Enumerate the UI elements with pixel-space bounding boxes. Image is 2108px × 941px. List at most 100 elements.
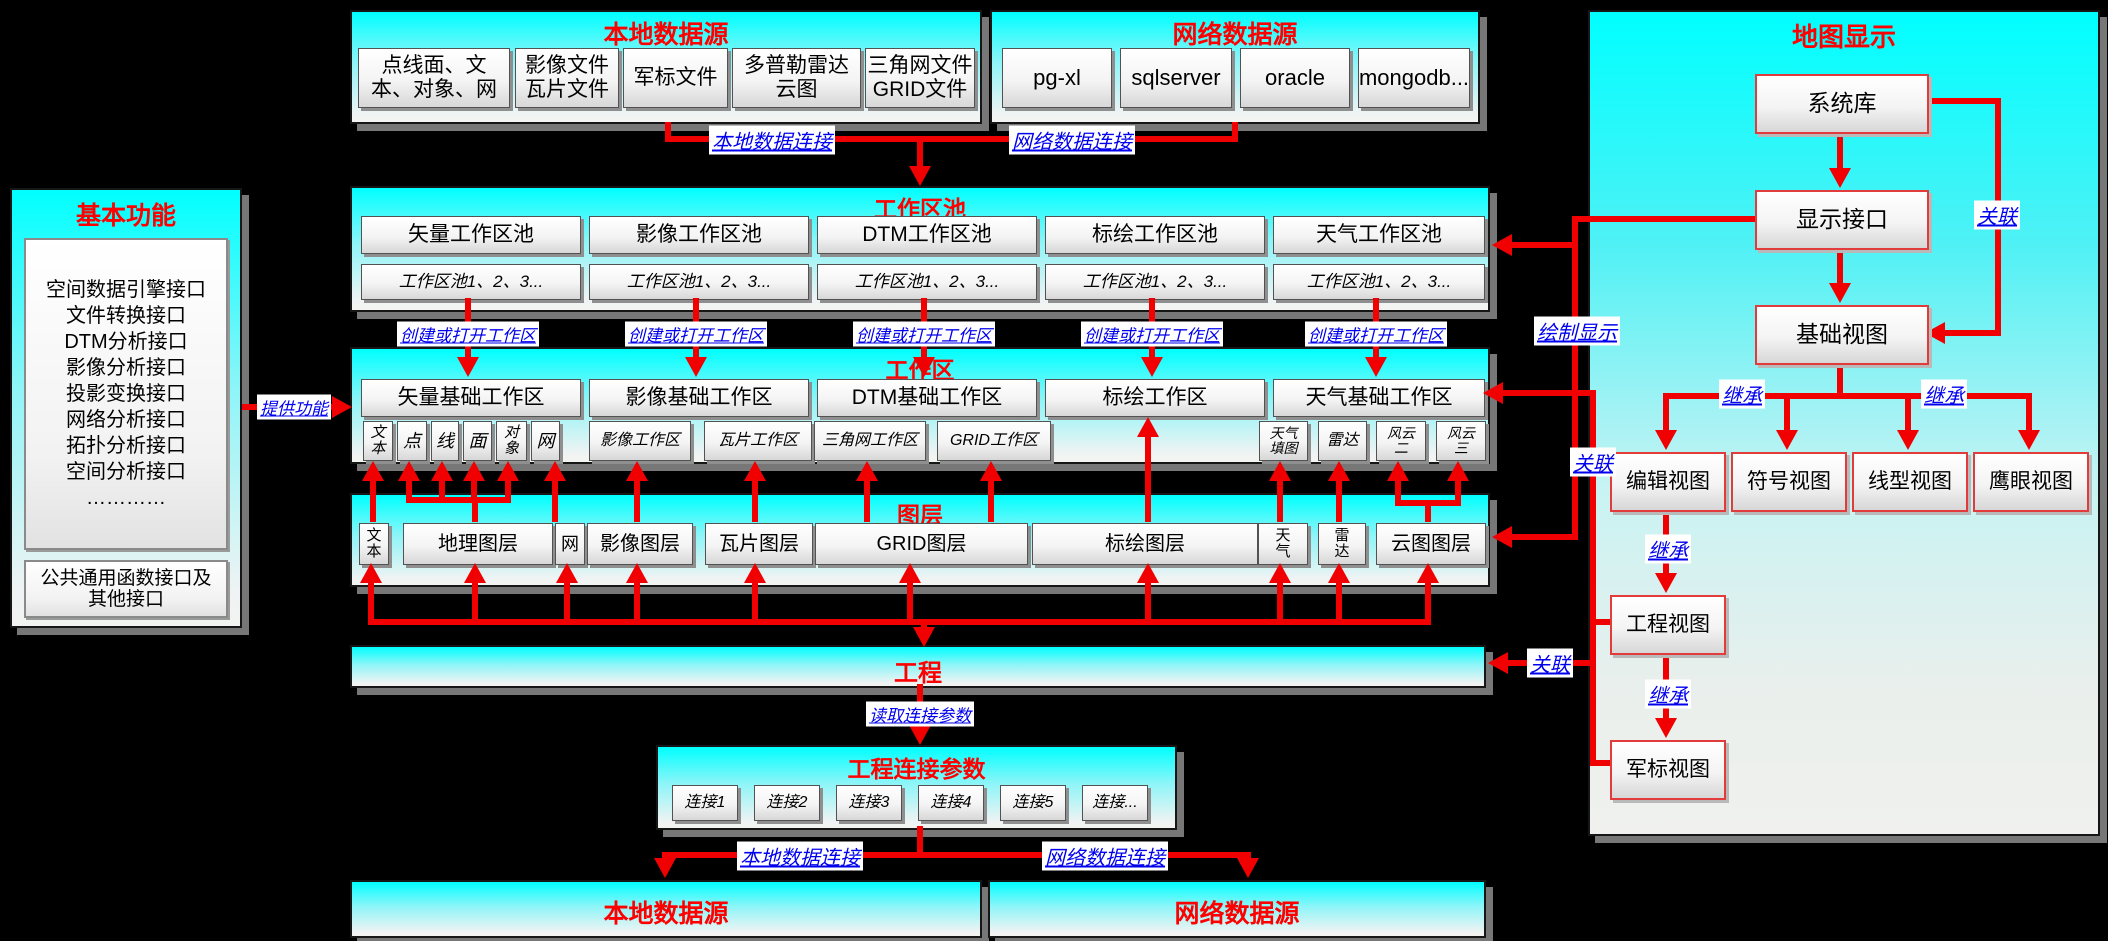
arrow-into-pools — [917, 136, 923, 168]
arrowhead-provide — [332, 396, 352, 418]
ah-point-up — [398, 461, 420, 481]
line-gridws-up — [988, 478, 994, 522]
ah-line-up — [431, 461, 453, 481]
ws-sub-fy2: 风云 二 — [1376, 421, 1426, 461]
pool-dtm: DTM工作区池 — [817, 216, 1037, 254]
drop-eagle — [2026, 393, 2032, 430]
label-create-open-1: 创建或打开工作区 — [397, 321, 539, 347]
line-tile-up — [752, 478, 758, 522]
ahd-project — [913, 627, 935, 647]
line-fy2-up — [1395, 478, 1401, 503]
arrow-net-drop — [1232, 122, 1238, 142]
ah-edit-project — [1655, 573, 1677, 593]
ah-net-up — [544, 461, 566, 481]
ah-A-pools — [1492, 234, 1512, 256]
map-node-display-if: 显示接口 — [1755, 190, 1929, 250]
riser-weather — [1277, 580, 1283, 622]
stub-mil-view — [1590, 760, 1612, 766]
line-A-pools — [1510, 242, 1575, 248]
drop-symbol — [1784, 393, 1790, 430]
ws-dtm: DTM基础工作区 — [817, 379, 1037, 417]
layer-image: 影像图层 — [587, 523, 693, 565]
drop-edit — [1663, 393, 1669, 430]
pool-image: 影像工作区池 — [589, 216, 809, 254]
arrowhead-pool3 — [913, 357, 935, 377]
conn-params-panel: 工程连接参数 连接1 连接2 连接3 连接4 连接5 连接... — [656, 745, 1177, 830]
arrowhead-into-pools — [909, 166, 931, 186]
map-node-edit-view: 编辑视图 — [1610, 452, 1726, 512]
pool-list-weather: 工作区池1、2、3... — [1273, 264, 1485, 300]
ahd-read-params — [909, 725, 931, 745]
ahr-geo — [464, 563, 486, 583]
map-node-base-view: 基础视图 — [1755, 305, 1929, 365]
layer-net: 网 — [555, 523, 585, 565]
ah-tin-up — [856, 461, 878, 481]
ahr-tile — [744, 563, 766, 583]
net-source-item-sqlserver: sqlserver — [1120, 48, 1232, 108]
line-net-up — [552, 478, 558, 522]
line-A — [1572, 216, 1578, 540]
local-source-panel: 本地数据源 点线面、文 本、对象、网 影像文件 瓦片文件 军标文件 多普勒雷达 … — [350, 10, 982, 124]
ws-sub-net: 网 — [531, 421, 560, 461]
conn-1: 连接1 — [672, 785, 738, 821]
ah-image-up — [626, 461, 648, 481]
label-create-open-3: 创建或打开工作区 — [853, 321, 995, 347]
map-node-symbol-view: 符号视图 — [1731, 452, 1847, 512]
pool-list-vector: 工作区池1、2、3... — [361, 264, 581, 300]
ahr-cloud — [1417, 563, 1439, 583]
drop-params — [917, 826, 923, 858]
line-displayif-left — [1575, 216, 1755, 222]
basic-fn-panel: 基本功能 空间数据引擎接口 文件转换接口 DTM分析接口 影像分析接口 投影变换… — [10, 188, 242, 628]
ah-text-up — [362, 461, 384, 481]
pools-panel: 工作区池 矢量工作区池 影像工作区池 DTM工作区池 标绘工作区池 天气工作区池… — [350, 186, 1490, 312]
bottom-net-title: 网络数据源 — [1174, 900, 1300, 928]
riser-grid — [907, 580, 913, 622]
workspaces-panel: 工作区 矢量基础工作区 影像基础工作区 DTM基础工作区 标绘工作区 天气基础工… — [350, 347, 1490, 464]
basic-fn-common-box: 公共通用函数接口及 其他接口 — [24, 560, 228, 618]
ws-sub-image: 影像工作区 — [589, 421, 691, 461]
riser-tile — [752, 580, 758, 622]
riser-cloud — [1425, 580, 1431, 622]
stub-project-view — [1590, 619, 1612, 625]
map-node-line-view: 线型视图 — [1852, 452, 1968, 512]
layer-geo: 地理图层 — [403, 523, 553, 565]
net-source-item-pgxl: pg-xl — [1002, 48, 1112, 108]
ah-gridws-up — [980, 461, 1002, 481]
label-inherit-left: 继承 — [1719, 379, 1765, 409]
bottom-local-title: 本地数据源 — [603, 900, 729, 928]
ah-A-ws — [1483, 382, 1503, 404]
line-A-layers — [1510, 534, 1575, 540]
map-node-eagle-view: 鹰眼视图 — [1973, 452, 2089, 512]
line-plot-up — [1145, 435, 1151, 522]
riser-text — [368, 580, 374, 622]
project-bar: 工程 — [350, 645, 1486, 688]
line-syslib-right — [1925, 98, 2001, 104]
ahd-bottom-net — [1237, 858, 1259, 878]
local-source-item-mil: 军标文件 — [623, 48, 728, 108]
net-source-item-oracle: oracle — [1240, 48, 1350, 108]
project-title: 工程 — [894, 660, 942, 687]
ws-sub-area: 面 — [463, 421, 492, 461]
line-baseview-down — [1837, 361, 1843, 399]
arrow-top-bus — [665, 136, 1238, 142]
line-read-params — [917, 684, 923, 710]
label-read-params: 读取连接参数 — [866, 701, 974, 727]
line-fy3-up — [1455, 478, 1461, 503]
label-inherit-mil: 继承 — [1645, 679, 1691, 709]
net-source-item-mongodb: mongodb... — [1358, 48, 1470, 108]
label-local-conn-bottom: 本地数据连接 — [737, 841, 863, 871]
project-bus — [368, 619, 1431, 625]
label-assoc-project: 关联 — [1527, 648, 1573, 678]
riser-geo — [472, 580, 478, 622]
ahr-grid — [899, 563, 921, 583]
line-weather-up — [1277, 478, 1283, 522]
map-node-project-view: 工程视图 — [1610, 595, 1726, 655]
ahr-image — [626, 563, 648, 583]
conn-5: 连接5 — [1000, 785, 1066, 821]
ahr-plot — [1137, 563, 1159, 583]
line-cloud-bracket — [1395, 500, 1461, 506]
conn-3: 连接3 — [836, 785, 902, 821]
riser-radar — [1336, 580, 1342, 622]
layer-radar: 雷 达 — [1318, 523, 1366, 565]
line-geo-riser — [472, 500, 478, 522]
